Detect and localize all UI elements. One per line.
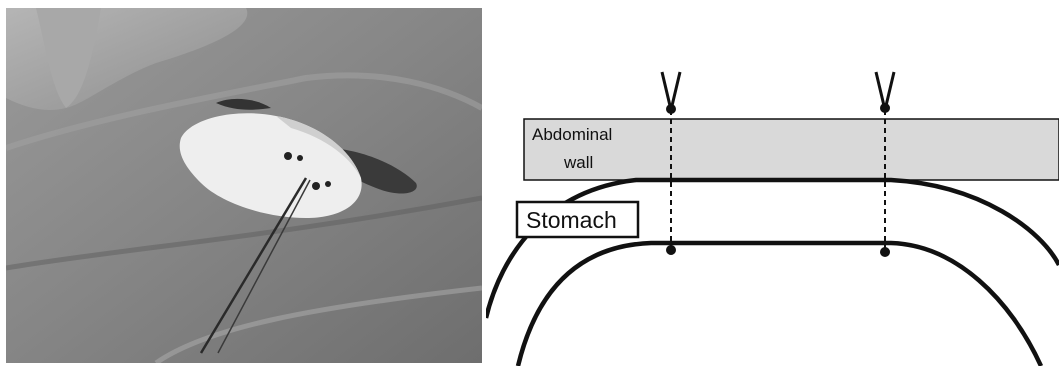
abdominal-wall-label-line2: wall (563, 153, 593, 172)
surgical-photo (6, 8, 482, 363)
puncture-mark (325, 181, 331, 187)
schematic-diagram-svg: Abdominal wall Stomach (486, 0, 1059, 366)
puncture-mark (297, 155, 303, 161)
puncture-mark (312, 182, 320, 190)
anchor-dot-bottom-right (880, 247, 890, 257)
stomach-label: Stomach (526, 207, 617, 233)
stomach-inner-wall (518, 243, 1041, 366)
puncture-mark (284, 152, 292, 160)
anchor-dot-top-right (880, 103, 890, 113)
anchor-dot-bottom-left (666, 245, 676, 255)
stomach-outer-wall (486, 180, 1059, 318)
abdominal-wall-label-line1: Abdominal (532, 125, 612, 144)
anchor-dot-top-left (666, 104, 676, 114)
schematic-diagram: Abdominal wall Stomach (486, 0, 1059, 366)
surgical-photo-svg (6, 8, 482, 363)
